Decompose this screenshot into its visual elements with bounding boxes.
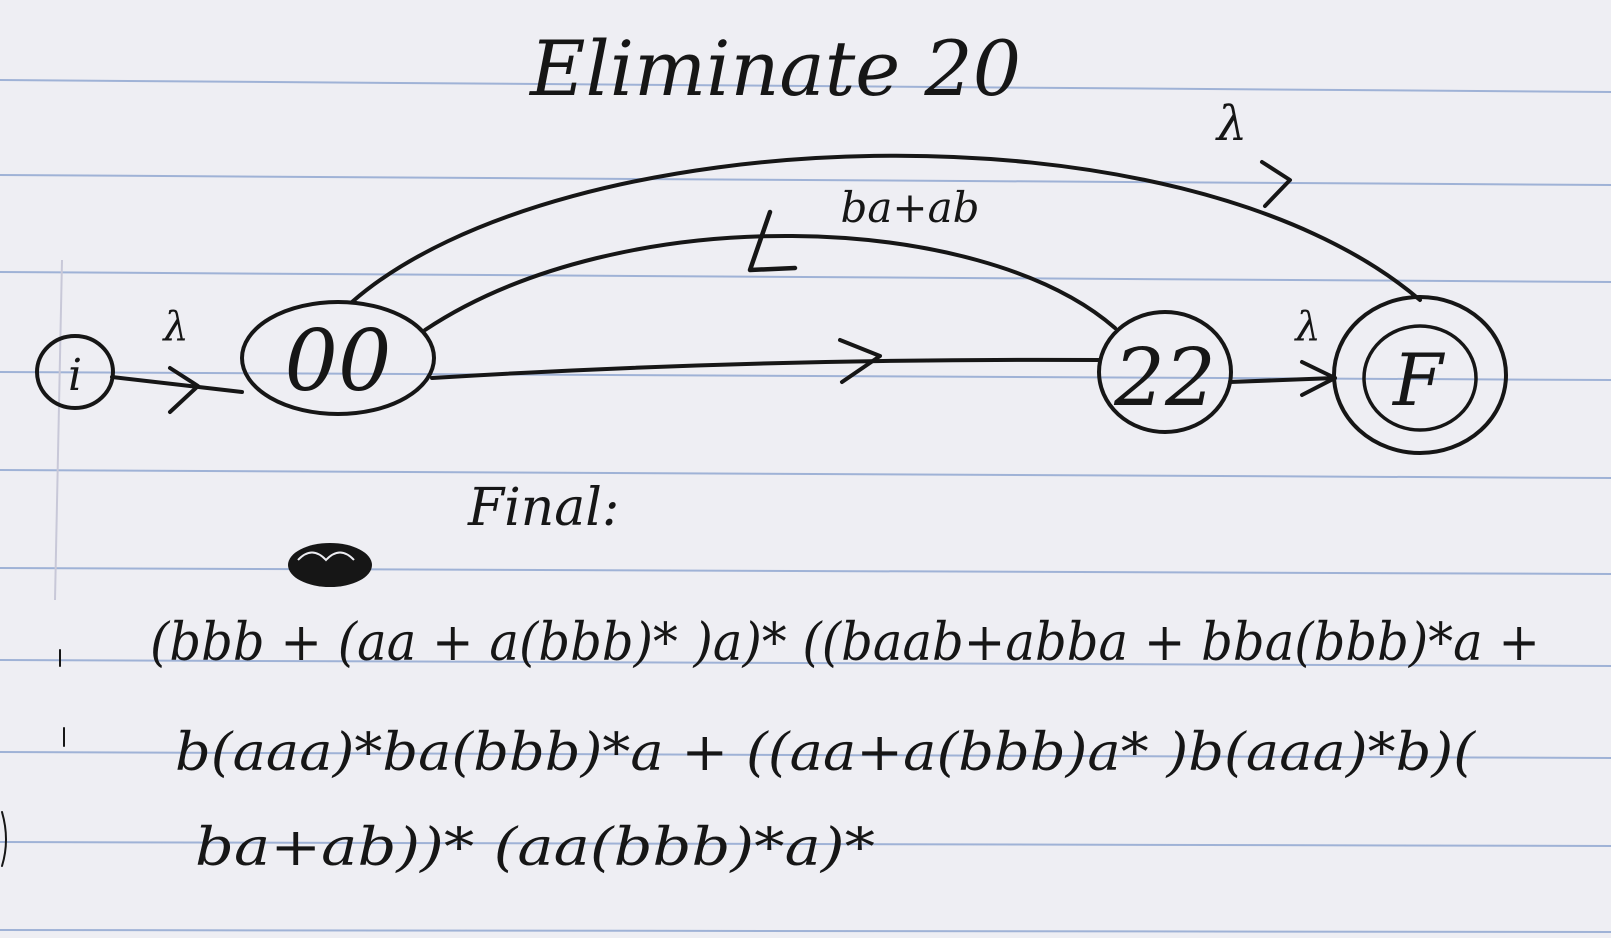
expression-line: ba+ab))* (aa(bbb)*a)*: [195, 818, 875, 878]
edge-22-to-00: ba+ab: [423, 183, 1117, 332]
edge-00-to-22: [430, 338, 1102, 384]
state-22-label: 22: [1113, 331, 1216, 424]
expression-line: b(aaa)*ba(bbb)*a + ((aa+a(bbb)a* )b(aaa)…: [175, 723, 1477, 783]
edge-00-to-F-label: λ: [1215, 96, 1247, 152]
page-title: Eliminate 20: [528, 24, 1021, 113]
margin-marks: [1, 649, 65, 867]
state-00: 00: [240, 300, 436, 416]
state-00-label: 00: [285, 312, 392, 410]
expression-line: (bbb + (aa + a(bbb)* )a)* ((baab+abba + …: [150, 613, 1540, 673]
scribble-mark: [288, 543, 372, 587]
edge-i-to-00-label: λ: [161, 304, 188, 350]
edge-22-to-F-label: λ: [1293, 304, 1320, 350]
state-initial: i: [35, 334, 115, 410]
final-expression: (bbb + (aa + a(bbb)* )a)* ((baab+abba + …: [150, 613, 1540, 878]
edge-22-to-F: λ: [1228, 304, 1337, 397]
state-22: 22: [1097, 310, 1233, 434]
edge-00-to-F: λ: [350, 96, 1422, 304]
state-final-label: F: [1391, 338, 1446, 422]
state-final: F: [1332, 295, 1508, 455]
final-label: Final:: [467, 478, 619, 538]
edge-22-to-00-label: ba+ab: [840, 183, 979, 232]
ruled-lines: [0, 79, 1611, 933]
state-initial-label: i: [68, 350, 82, 401]
edge-i-to-00: λ: [110, 304, 244, 414]
